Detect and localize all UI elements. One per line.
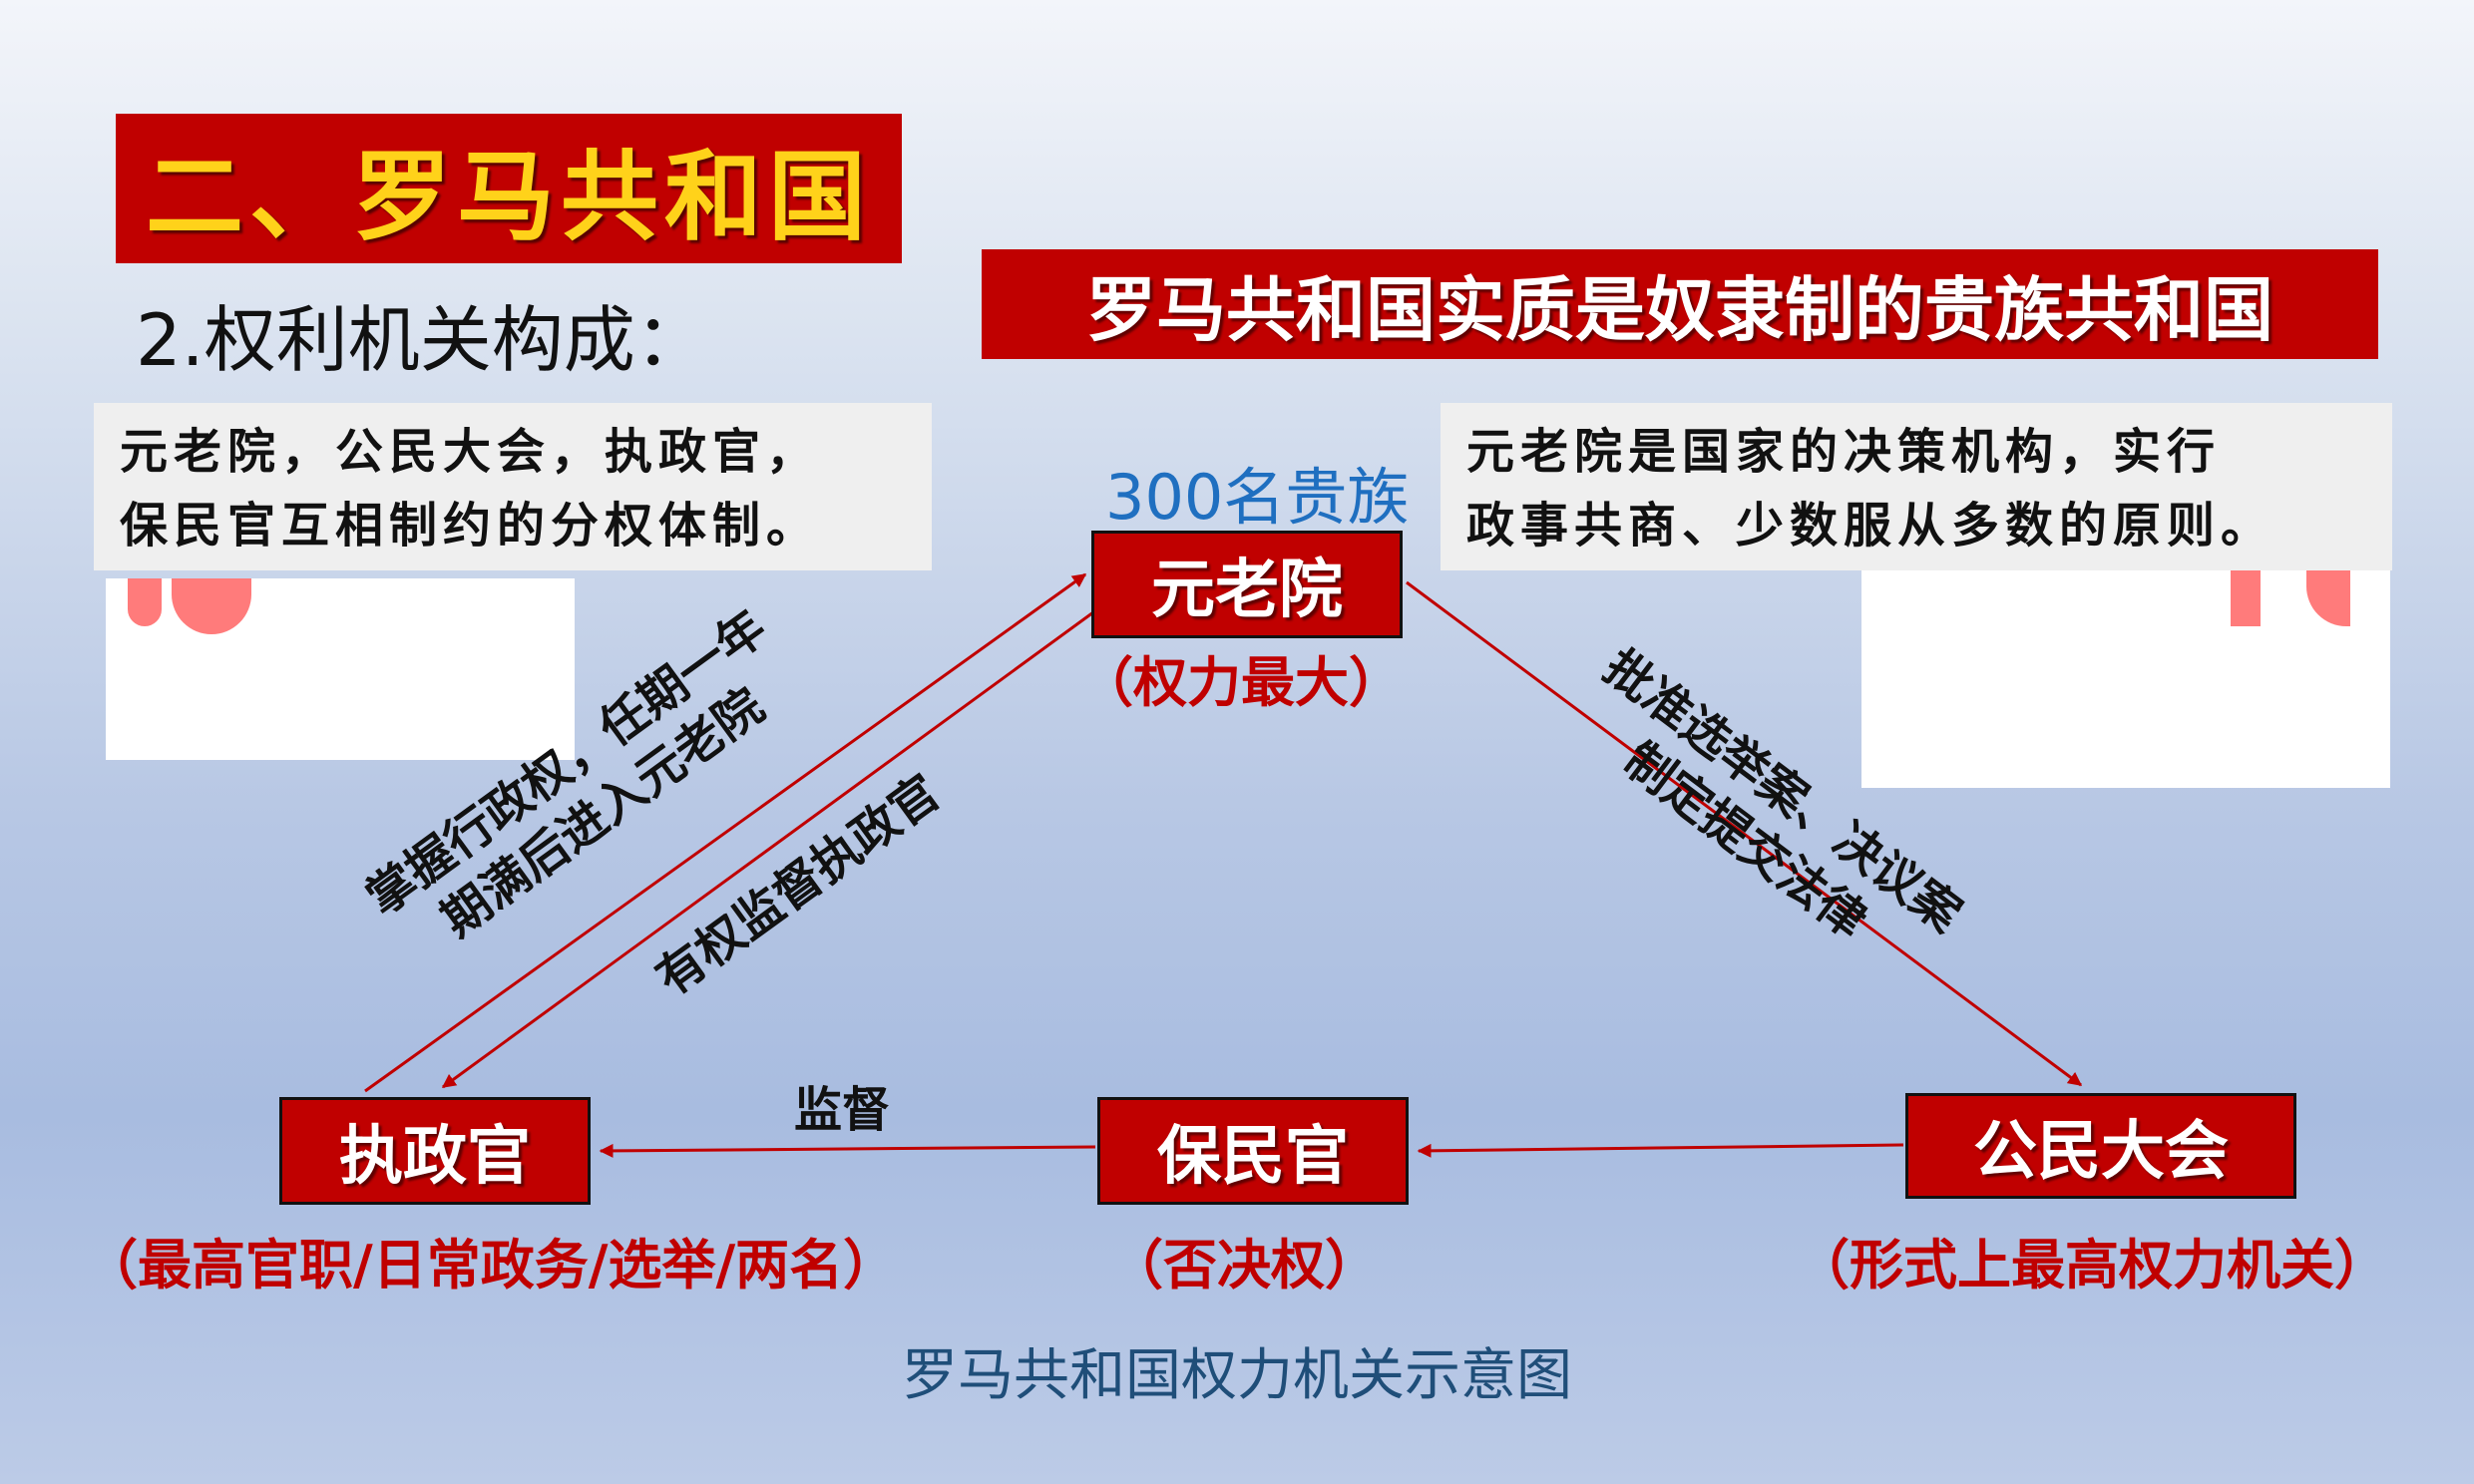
note-right-line-1: 元老院是国家的决策机构，实行 [1466,424,2222,480]
senate-note: 300名贵族 [1105,461,1410,534]
arrow-consul-to-senate [364,572,1087,1093]
note-right-line-2: 政事共商、少数服从多数的原则。 [1466,498,2275,554]
senate-label: （权力最大） [1079,651,1403,714]
decor-shape [128,578,162,626]
note-right: 元老院是国家的决策机构，实行 政事共商、少数服从多数的原则。 [1441,403,2392,570]
decor-shape [2231,570,2261,626]
assembly-node: 公民大会 [1905,1093,2296,1199]
assembly-label: （形式上最高权力机关） [1796,1234,2388,1297]
decor-panel-right [1861,570,2390,788]
arrow-senate-to-consul [441,610,1094,1089]
edge-label-tribune-consul: 监督 [794,1082,891,1138]
consul-label: （最高官职/日常政务/选举/两名） [84,1234,898,1297]
consul-node: 执政官 [279,1097,591,1205]
senate-node: 元老院 [1091,531,1403,638]
diagram-caption: 罗马共和国权力机关示意图 [902,1343,1572,1408]
arrow-tribune-to-consul [599,1143,1096,1158]
essence-text: 罗马共和国实质是奴隶制的贵族共和国 [1086,268,2273,351]
note-left-line-2: 保民官互相制约的分权体制。 [120,498,821,554]
note-left-line-1: 元老院，公民大会，执政官， [120,424,821,480]
title-banner: 二、罗马共和国 [116,114,902,263]
arrow-senate-to-assembly [1406,580,2083,1087]
arrow-assembly-to-tribune [1417,1143,1904,1158]
tribune-node: 保民官 [1097,1097,1409,1205]
essence-banner: 罗马共和国实质是奴隶制的贵族共和国 [982,249,2378,359]
tribune-label: （否决权） [1109,1234,1379,1297]
page-title: 二、罗马共和国 [145,141,872,254]
note-left: 元老院，公民大会，执政官， 保民官互相制约的分权体制。 [94,403,932,570]
section-subtitle: 2.权利机关构成： [136,298,707,382]
